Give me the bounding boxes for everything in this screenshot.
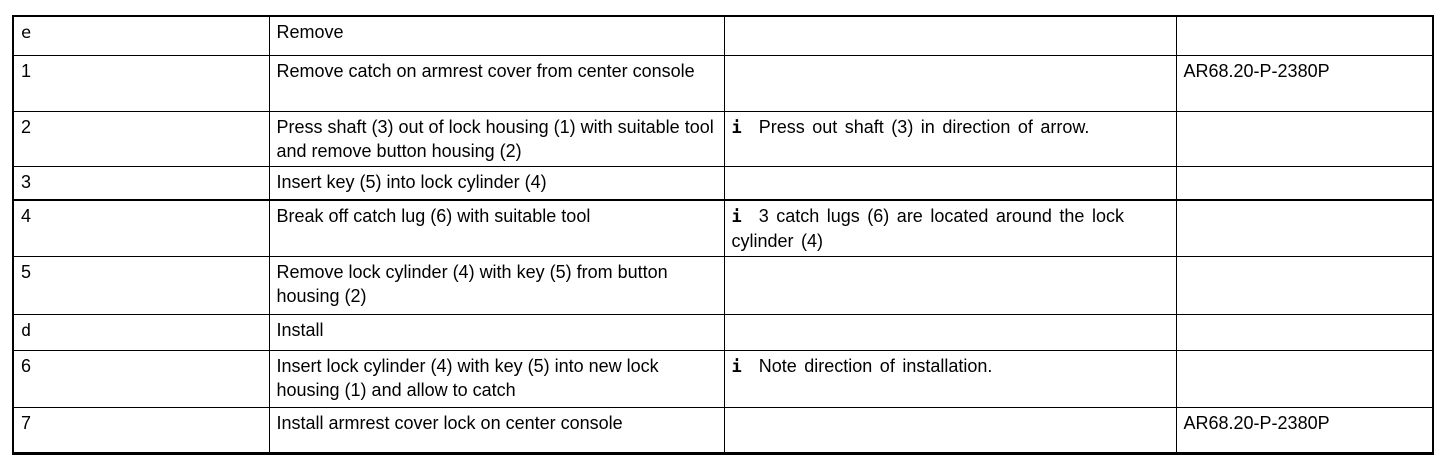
step-number: 3 — [21, 171, 32, 192]
step-number: 6 — [21, 356, 32, 376]
step-symbol-icon: d — [21, 321, 32, 341]
description-text: Install — [276, 320, 324, 340]
description-cell: Break off catch lug (6) with suitable to… — [268, 199, 725, 257]
step-number: 4 — [21, 206, 32, 226]
step-cell: 6 — [12, 350, 270, 408]
table-row: 6 Insert lock cylinder (4) with key (5) i… — [12, 350, 1434, 408]
note-text: Note direction of installation. — [758, 356, 993, 376]
step-cell: 7 — [12, 407, 270, 454]
note-cell — [723, 407, 1177, 454]
reference-cell: AR68.20-P-2380P — [1175, 407, 1434, 454]
description-text: Remove catch on armrest cover from cente… — [276, 60, 695, 81]
description-text: Remove lock cylinder (4) with key (5) fr… — [276, 262, 668, 306]
note-cell — [723, 54, 1177, 112]
reference-cell — [1175, 15, 1434, 56]
table-row: e Remove — [12, 15, 1434, 56]
step-cell: 5 — [12, 256, 270, 315]
reference-cell — [1175, 199, 1434, 257]
note-text: Press out shaft (3) in direction of arro… — [758, 116, 1090, 137]
document-reference: AR68.20-P-2380P — [1183, 60, 1330, 81]
info-icon: i — [731, 117, 742, 138]
procedure-table: e Remove 1 Remove catch on armrest cover fr… — [12, 15, 1434, 455]
reference-cell — [1175, 110, 1434, 167]
step-cell: 3 — [12, 165, 270, 201]
table-row: 5 Remove lock cylinder (4) with key (5) f… — [12, 256, 1434, 315]
info-icon: i — [731, 207, 742, 227]
info-icon: i — [731, 357, 742, 377]
step-cell: 1 — [12, 54, 270, 112]
reference-cell: AR68.20-P-2380P — [1175, 54, 1434, 112]
table-row: 3 Insert key (5) into lock cylinder (4) — [12, 165, 1434, 201]
table-row: 4 Break off catch lug (6) with suitable t… — [12, 199, 1434, 257]
note-cell — [723, 15, 1177, 56]
description-text: Break off catch lug (6) with suitable to… — [276, 206, 591, 226]
reference-cell — [1175, 256, 1434, 315]
description-text: Press shaft (3) out of lock housing (1) … — [276, 116, 714, 161]
description-text: Insert key (5) into lock cylinder (4) — [276, 171, 547, 192]
description-cell: Remove catch on armrest cover from cente… — [268, 54, 725, 112]
note-cell: i Note direction of installation. — [723, 350, 1177, 408]
note-cell — [723, 256, 1177, 315]
description-cell: Press shaft (3) out of lock housing (1) … — [268, 110, 725, 167]
step-symbol-icon: e — [21, 23, 32, 43]
description-cell: Install armrest cover lock on center con… — [268, 407, 725, 454]
step-number: 5 — [21, 262, 32, 282]
note-cell — [723, 314, 1177, 351]
procedure-table-body: e Remove 1 Remove catch on armrest cover fr… — [12, 15, 1434, 454]
reference-cell — [1175, 350, 1434, 408]
description-text: Insert lock cylinder (4) with key (5) in… — [276, 356, 659, 400]
note-cell — [723, 165, 1177, 201]
reference-cell — [1175, 314, 1434, 351]
table-row: 1 Remove catch on armrest cover from cent… — [12, 54, 1434, 112]
step-cell: e — [12, 15, 270, 56]
step-cell: 2 — [12, 110, 270, 167]
manual-page: e Remove 1 Remove catch on armrest cover fr… — [12, 15, 1434, 455]
note-text: 3 catch lugs (6) are located around the … — [731, 206, 1124, 251]
description-cell: Insert lock cylinder (4) with key (5) in… — [268, 350, 725, 408]
step-cell: 4 — [12, 199, 270, 257]
table-row: 2 Press shaft (3) out of lock housing (1)… — [12, 110, 1434, 167]
step-number: 1 — [21, 60, 32, 81]
description-text: Install armrest cover lock on center con… — [276, 413, 623, 433]
description-cell: Insert key (5) into lock cylinder (4) — [268, 165, 725, 201]
reference-cell — [1175, 165, 1434, 201]
description-cell: Remove lock cylinder (4) with key (5) fr… — [268, 256, 725, 315]
table-row: 7 Install armrest cover lock on center co… — [12, 407, 1434, 454]
document-reference: AR68.20-P-2380P — [1183, 413, 1330, 433]
description-text: Remove — [276, 22, 344, 42]
step-number: 2 — [21, 116, 32, 137]
description-cell: Remove — [268, 15, 725, 56]
note-cell: i Press out shaft (3) in direction of arr… — [723, 110, 1177, 167]
table-row: d Install — [12, 314, 1434, 351]
step-cell: d — [12, 314, 270, 351]
step-number: 7 — [21, 413, 32, 433]
description-cell: Install — [268, 314, 725, 351]
